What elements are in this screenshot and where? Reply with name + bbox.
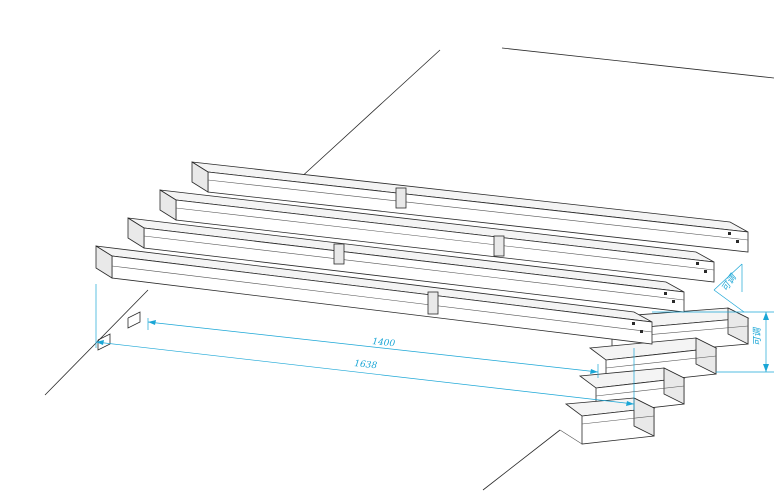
dimension-vertical-label: 可调 (752, 326, 763, 346)
dimension-1400: 1400 (147, 318, 599, 378)
cross-support-4 (559, 397, 656, 445)
dimension-1638-label: 1638 (354, 359, 378, 371)
dimension-side: 可调 (713, 263, 745, 313)
rails (95, 161, 749, 345)
dimension-1400-label: 1400 (372, 337, 396, 349)
rail-4 (95, 245, 653, 345)
dimension-1638: 1638 (95, 284, 635, 410)
dimension-vertical: 可调 (652, 311, 774, 373)
rail-1 (191, 161, 749, 253)
ground-plane (44, 47, 774, 491)
rail-3 (127, 217, 685, 313)
rail-2 (159, 189, 715, 283)
end-brackets (97, 311, 141, 351)
